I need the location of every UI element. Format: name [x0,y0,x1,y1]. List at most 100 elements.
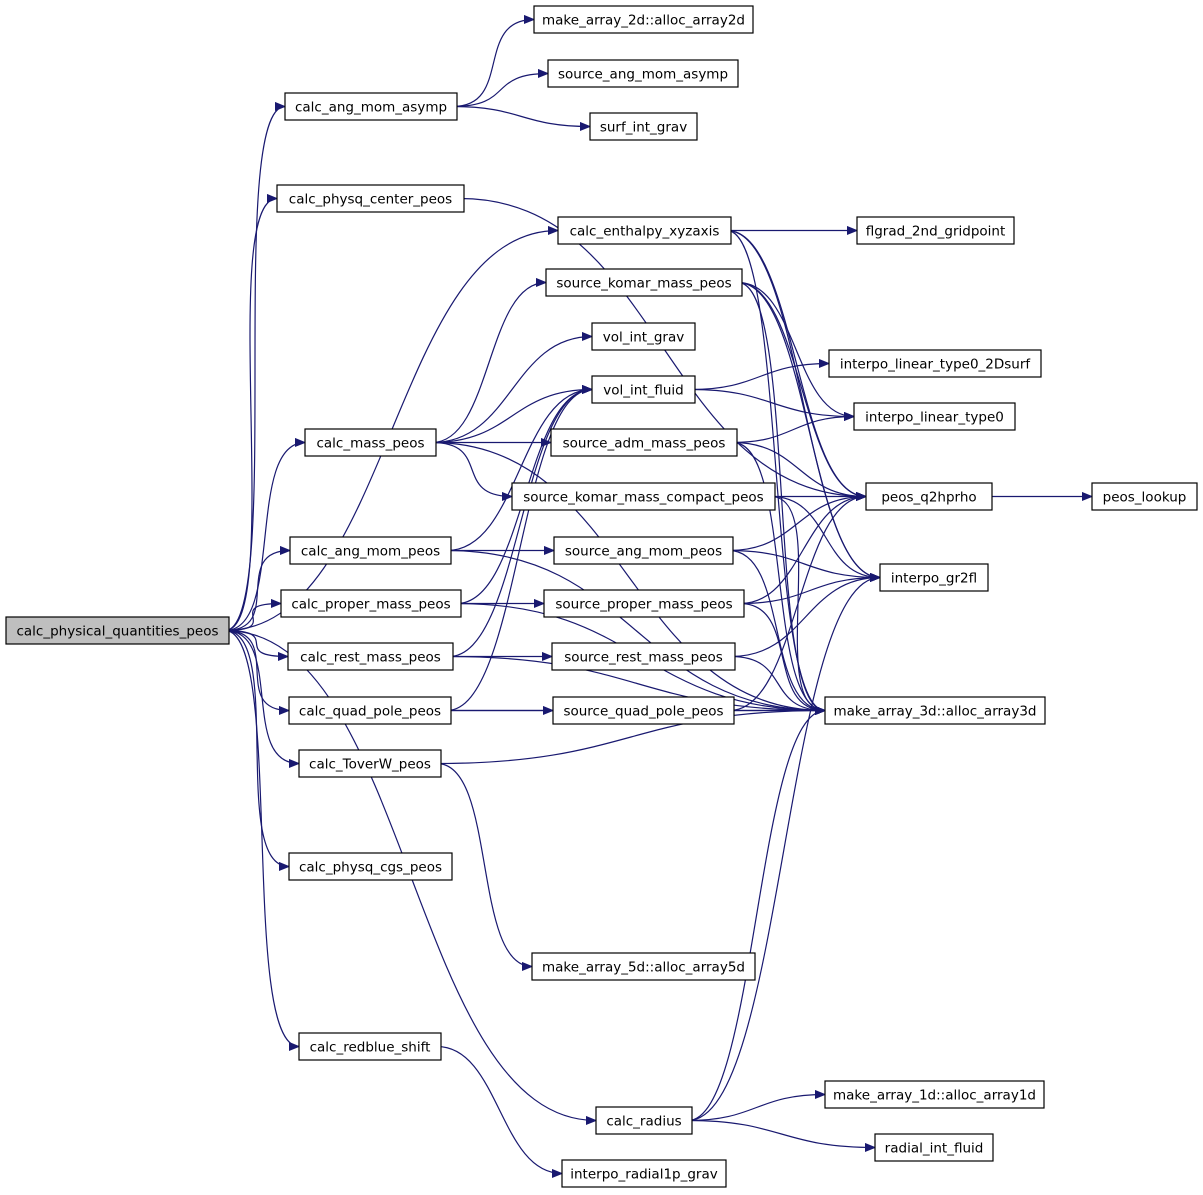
node-calc-ToverW-peos[interactable]: calc_ToverW_peos [298,749,442,778]
node-box [879,563,989,592]
node-source-komar-mass-peos[interactable]: source_komar_mass_peos [545,268,743,297]
node-label: calc_ang_mom_peos [301,544,440,560]
node-source-rest-mass-peos[interactable]: source_rest_mass_peos [551,642,736,671]
edge-calc-ang-mom-asymp-to-surf-int-grav [452,105,590,127]
node-surf-int-grav[interactable]: surf_int_grav [589,112,698,141]
node-label: peos_q2hprho [881,490,976,506]
edge-path [770,495,880,578]
node-box [289,536,452,565]
node-source-quad-pole-peos[interactable]: source_quad_pole_peos [552,696,735,725]
node-calc-mass-peos[interactable]: calc_mass_peos [304,428,437,457]
edge-calc-enthalpy-xyzaxis-to-make-array-3d-alloc-array3d [726,229,825,711]
edge-path [728,549,880,578]
node-calc-physical-quantities-peos[interactable]: calc_physical_quantities_peos [5,616,230,645]
node-source-komar-mass-compact-peos[interactable]: source_komar_mass_compact_peos [511,482,776,511]
edge-path [739,497,866,605]
node-calc-radius[interactable]: calc_radius [595,1106,693,1135]
node-peos-q2hprho[interactable]: peos_q2hprho [865,482,993,511]
node-source-ang-mom-peos[interactable]: source_ang_mom_peos [553,536,734,565]
node-box [824,1080,1045,1109]
edge-path [446,549,825,711]
node-box [288,852,453,881]
node-source-proper-mass-peos[interactable]: source_proper_mass_peos [543,589,745,618]
edge-source-adm-mass-peos-to-interpo-linear-type0 [732,417,854,444]
node-calc-physq-center-peos[interactable]: calc_physq_center_peos [276,184,465,213]
node-calc-ang-mom-asymp[interactable]: calc_ang_mom_asymp [284,92,458,121]
edge-source-rest-mass-peos-to-make-array-3d-alloc-array3d [730,655,825,711]
edge-path [737,281,880,578]
node-interpo-gr2fl[interactable]: interpo_gr2fl [879,563,989,592]
node-box [595,1106,693,1135]
node-interpo-linear-type0[interactable]: interpo_linear_type0 [853,402,1016,431]
edge-path [452,105,590,127]
node-label: interpo_gr2fl [891,571,977,587]
node-label: flgrad_2nd_gridpoint [866,224,1006,240]
node-flgrad-2nd-gridpoint[interactable]: flgrad_2nd_gridpoint [856,216,1015,245]
node-radial-int-fluid[interactable]: radial_int_fluid [874,1133,994,1162]
node-label: make_array_2d::alloc_array2d [542,13,745,29]
node-label: calc_rest_mass_peos [300,650,441,666]
node-box [298,1032,442,1061]
node-label: make_array_3d::alloc_array3d [834,704,1037,720]
node-make-array-3d-alloc-array3d[interactable]: make_array_3d::alloc_array3d [824,696,1046,725]
node-make-array-2d-alloc-array2d[interactable]: make_array_2d::alloc_array2d [533,5,754,34]
node-make-array-5d-alloc-array5d[interactable]: make_array_5d::alloc_array5d [531,952,756,981]
node-calc-ang-mom-peos[interactable]: calc_ang_mom_peos [289,536,452,565]
node-interpo-linear-type0-2Dsurf[interactable]: interpo_linear_type0_2Dsurf [828,349,1042,378]
node-box [298,749,442,778]
node-box [553,536,734,565]
node-label: calc_quad_pole_peos [299,704,441,720]
node-box [557,216,732,245]
edge-calc-mass-peos-to-source-komar-mass-compact-peos [431,441,512,497]
node-peos-lookup[interactable]: peos_lookup [1091,482,1198,511]
edge-calc-mass-peos-to-vol-int-grav [431,337,592,444]
edge-path [728,549,825,711]
node-label: interpo_radial1p_grav [570,1167,718,1183]
node-label: source_komar_mass_compact_peos [523,490,763,506]
node-box [591,375,696,404]
edge-calc-mass-peos-to-source-komar-mass-peos [431,283,546,444]
node-box [874,1133,994,1162]
edge-source-proper-mass-peos-to-interpo-gr2fl [739,578,880,605]
node-label: calc_radius [606,1114,681,1130]
node-interpo-radial1p-grav[interactable]: interpo_radial1p_grav [561,1159,727,1188]
node-box [550,428,738,457]
node-label: source_quad_pole_peos [563,704,723,720]
node-calc-rest-mass-peos[interactable]: calc_rest_mass_peos [287,642,454,671]
edge-vol-int-fluid-to-interpo-linear-type0 [690,388,854,417]
edge-path [452,20,534,108]
node-box [561,1159,727,1188]
edge-source-ang-mom-peos-to-make-array-3d-alloc-array3d [728,549,825,711]
node-calc-proper-mass-peos[interactable]: calc_proper_mass_peos [280,589,462,618]
node-source-adm-mass-peos[interactable]: source_adm_mass_peos [550,428,738,457]
node-box [824,696,1046,725]
edge-source-rest-mass-peos-to-interpo-gr2fl [730,578,880,658]
node-source-ang-mom-asymp[interactable]: source_ang_mom_asymp [547,59,739,88]
node-calc-physq-cgs-peos[interactable]: calc_physq_cgs_peos [288,852,453,881]
edge-source-proper-mass-peos-to-make-array-3d-alloc-array3d [739,602,825,711]
nodes-layer: calc_physical_quantities_peos make_array_… [5,5,1198,1188]
node-vol-int-fluid[interactable]: vol_int_fluid [591,375,696,404]
node-box [552,696,735,725]
edge-vol-int-fluid-to-interpo-linear-type0-2Dsurf [690,364,829,391]
node-calc-redblue-shift[interactable]: calc_redblue_shift [298,1032,442,1061]
edge-path [690,364,829,391]
node-calc-enthalpy-xyzaxis[interactable]: calc_enthalpy_xyzaxis [557,216,732,245]
node-label: calc_ToverW_peos [309,757,431,773]
edge-calc-ang-mom-peos-to-make-array-3d-alloc-array3d [446,549,825,711]
edge-calc-quad-pole-peos-to-vol-int-fluid [446,390,592,712]
edge-calc-rest-mass-peos-to-make-array-3d-alloc-array3d [448,655,825,711]
edge-path [224,629,289,711]
node-label: radial_int_fluid [885,1141,984,1157]
node-label: calc_mass_peos [316,436,424,452]
edge-path [224,199,277,632]
edge-path [224,107,285,632]
node-box [828,349,1042,378]
edge-calc-physical-quantities-peos-to-calc-physq-cgs-peos [224,629,289,867]
node-calc-quad-pole-peos[interactable]: calc_quad_pole_peos [288,696,452,725]
node-make-array-1d-alloc-array1d[interactable]: make_array_1d::alloc_array1d [824,1080,1045,1109]
edge-path [687,578,880,1122]
node-vol-int-grav[interactable]: vol_int_grav [591,322,696,351]
edge-source-quad-pole-peos-to-peos-q2hprho [729,497,866,712]
edge-calc-ToverW-peos-to-make-array-3d-alloc-array3d [436,711,825,765]
